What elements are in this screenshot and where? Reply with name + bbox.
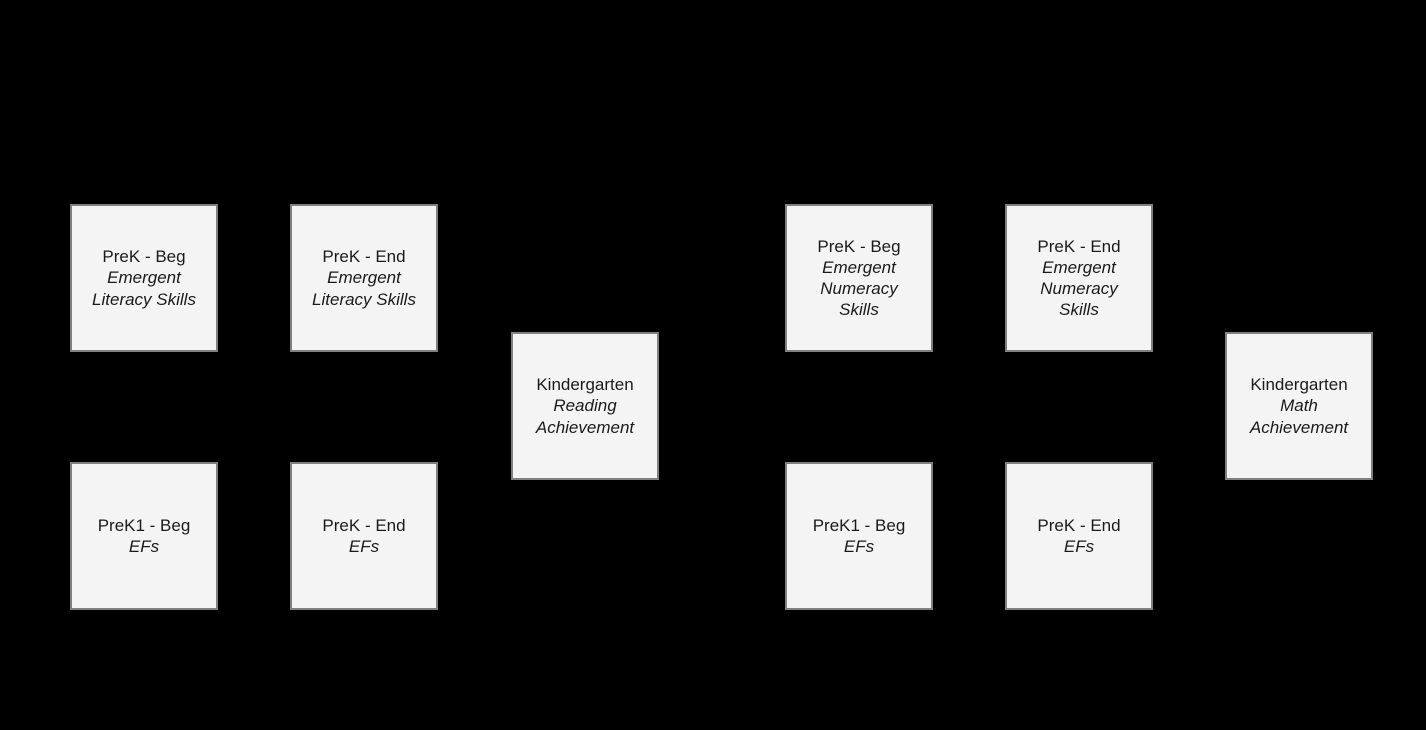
node-label-line: Skills	[839, 300, 879, 320]
node-label-line: Math	[1280, 396, 1318, 416]
node-label-line: Numeracy	[1040, 279, 1118, 298]
node-label-line: PreK - End	[322, 515, 406, 535]
node-label-line: Skills	[1059, 300, 1099, 320]
node-label-line: EFs	[128, 537, 160, 556]
node-label-line: PreK - Beg	[102, 247, 186, 267]
node-label-line: Achievement	[1249, 417, 1349, 437]
node-label-line: Reading	[553, 396, 617, 416]
node-label-line: PreK - End	[1037, 515, 1121, 535]
node-label-line: EFs	[843, 537, 875, 556]
node-label-line: Achievement	[535, 417, 635, 437]
edge-prek-beg-literacy-to-prek-end-efs-left	[143, 351, 365, 463]
node-label-line: Emergent	[107, 268, 181, 288]
edge-prek-beg-numeracy-to-prek-end-efs-right	[858, 351, 1080, 463]
node-label-line: Kindergarten	[1250, 375, 1348, 395]
node-label-line: Literacy Skills	[312, 289, 416, 309]
node-label-line: Emergent	[822, 257, 896, 277]
node-label-line: PreK - End	[1037, 236, 1121, 256]
node-label-line: EFs	[348, 537, 380, 556]
node-label-line: EFs	[1063, 537, 1095, 556]
node-label-line: Numeracy	[820, 279, 898, 298]
edge-prek-end-efs-right-to-kindergarten-math	[1152, 405, 1226, 537]
node-label-line: PreK - Beg	[817, 236, 901, 256]
node-label-line: PreK1 - Beg	[812, 515, 906, 535]
edge-prek-end-efs-left-to-kindergarten-reading	[437, 405, 512, 537]
node-label-line: PreK1 - Beg	[97, 515, 191, 535]
node-label-line: Kindergarten	[536, 375, 634, 395]
node-label-line: PreK - End	[322, 247, 406, 267]
edge-prek1-beg-efs-left-to-prek-end-literacy	[143, 351, 365, 463]
edge-prek-end-literacy-to-kindergarten-reading	[437, 277, 512, 407]
edge-prek1-beg-efs-right-to-prek-end-numeracy	[858, 351, 1080, 463]
edge-prek-end-numeracy-to-kindergarten-math	[1152, 277, 1226, 407]
node-label-line: Emergent	[327, 268, 401, 288]
node-label-line: Literacy Skills	[92, 289, 196, 309]
node-label-line: Emergent	[1042, 257, 1116, 277]
